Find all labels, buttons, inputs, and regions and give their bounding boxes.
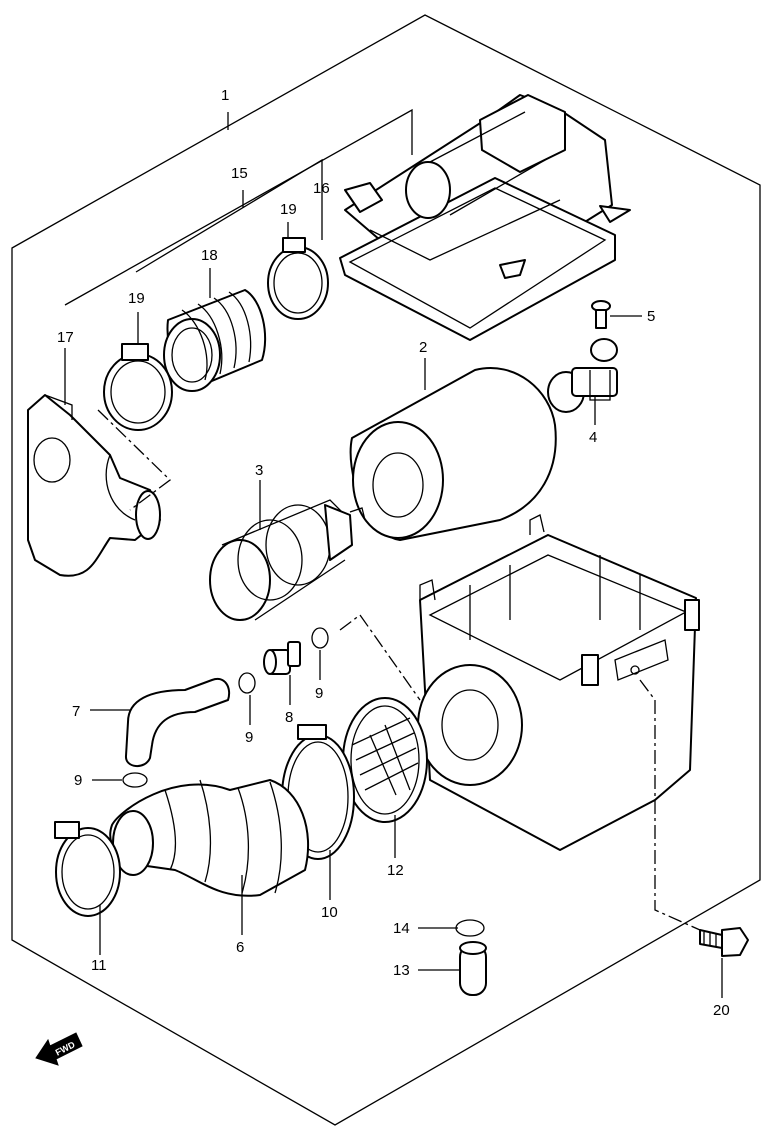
leader-lines xyxy=(64,222,723,998)
callout-13: 13 xyxy=(393,962,410,979)
callout-18: 18 xyxy=(201,247,218,264)
callout-14: 14 xyxy=(393,920,410,937)
part-14-clip xyxy=(455,919,485,937)
fwd-arrow-icon: FWD xyxy=(35,1032,83,1066)
part-6-intake-joint xyxy=(109,779,310,897)
part-16-air-cleaner-cover xyxy=(339,94,631,341)
callout-12: 12 xyxy=(387,862,404,879)
callout-10: 10 xyxy=(321,904,338,921)
part-9-clips xyxy=(122,627,329,788)
part-18-intake-bellows xyxy=(163,289,267,392)
callout-16: 16 xyxy=(313,180,330,197)
callout-numbers: 1 15 16 19 18 19 17 5 2 4 3 7 8 9 9 9 12… xyxy=(57,87,730,1019)
callout-15: 15 xyxy=(231,165,248,182)
part-5-screw xyxy=(591,300,611,329)
assembly-brackets xyxy=(64,108,413,306)
part-7-drain-hose xyxy=(125,677,231,767)
part-4-drain-valve xyxy=(547,338,618,413)
part-20-bolt xyxy=(699,927,749,957)
callout-5: 5 xyxy=(647,308,655,325)
part-2-filter-element xyxy=(349,367,557,541)
callout-20: 20 xyxy=(713,1002,730,1019)
callout-9-left: 9 xyxy=(74,772,82,789)
part-19-clamp-upper xyxy=(267,237,329,320)
callout-11: 11 xyxy=(91,957,107,974)
air-cleaner-case xyxy=(417,514,700,851)
part-12-screen xyxy=(342,697,428,823)
callout-6: 6 xyxy=(236,939,244,956)
callout-17: 17 xyxy=(57,329,74,346)
callout-9-middle: 9 xyxy=(245,729,253,746)
callout-2: 2 xyxy=(419,339,427,356)
callout-3: 3 xyxy=(255,462,263,479)
part-3-filter-cage xyxy=(209,499,366,621)
callout-1: 1 xyxy=(221,87,229,104)
part-19-clamp-left xyxy=(103,343,173,431)
part-13-plug xyxy=(459,941,487,996)
dash-leaders xyxy=(339,614,701,931)
part-17-intake-duct xyxy=(27,394,171,577)
callout-7: 7 xyxy=(72,703,80,720)
callout-4: 4 xyxy=(589,429,597,446)
callout-9-right: 9 xyxy=(315,685,323,702)
callout-19-upper: 19 xyxy=(280,201,297,218)
assembly-boundary xyxy=(11,14,761,1126)
callout-8: 8 xyxy=(285,709,293,726)
callout-19-left: 19 xyxy=(128,290,145,307)
part-8-fitting xyxy=(263,641,301,675)
part-11-clamp xyxy=(54,821,121,917)
